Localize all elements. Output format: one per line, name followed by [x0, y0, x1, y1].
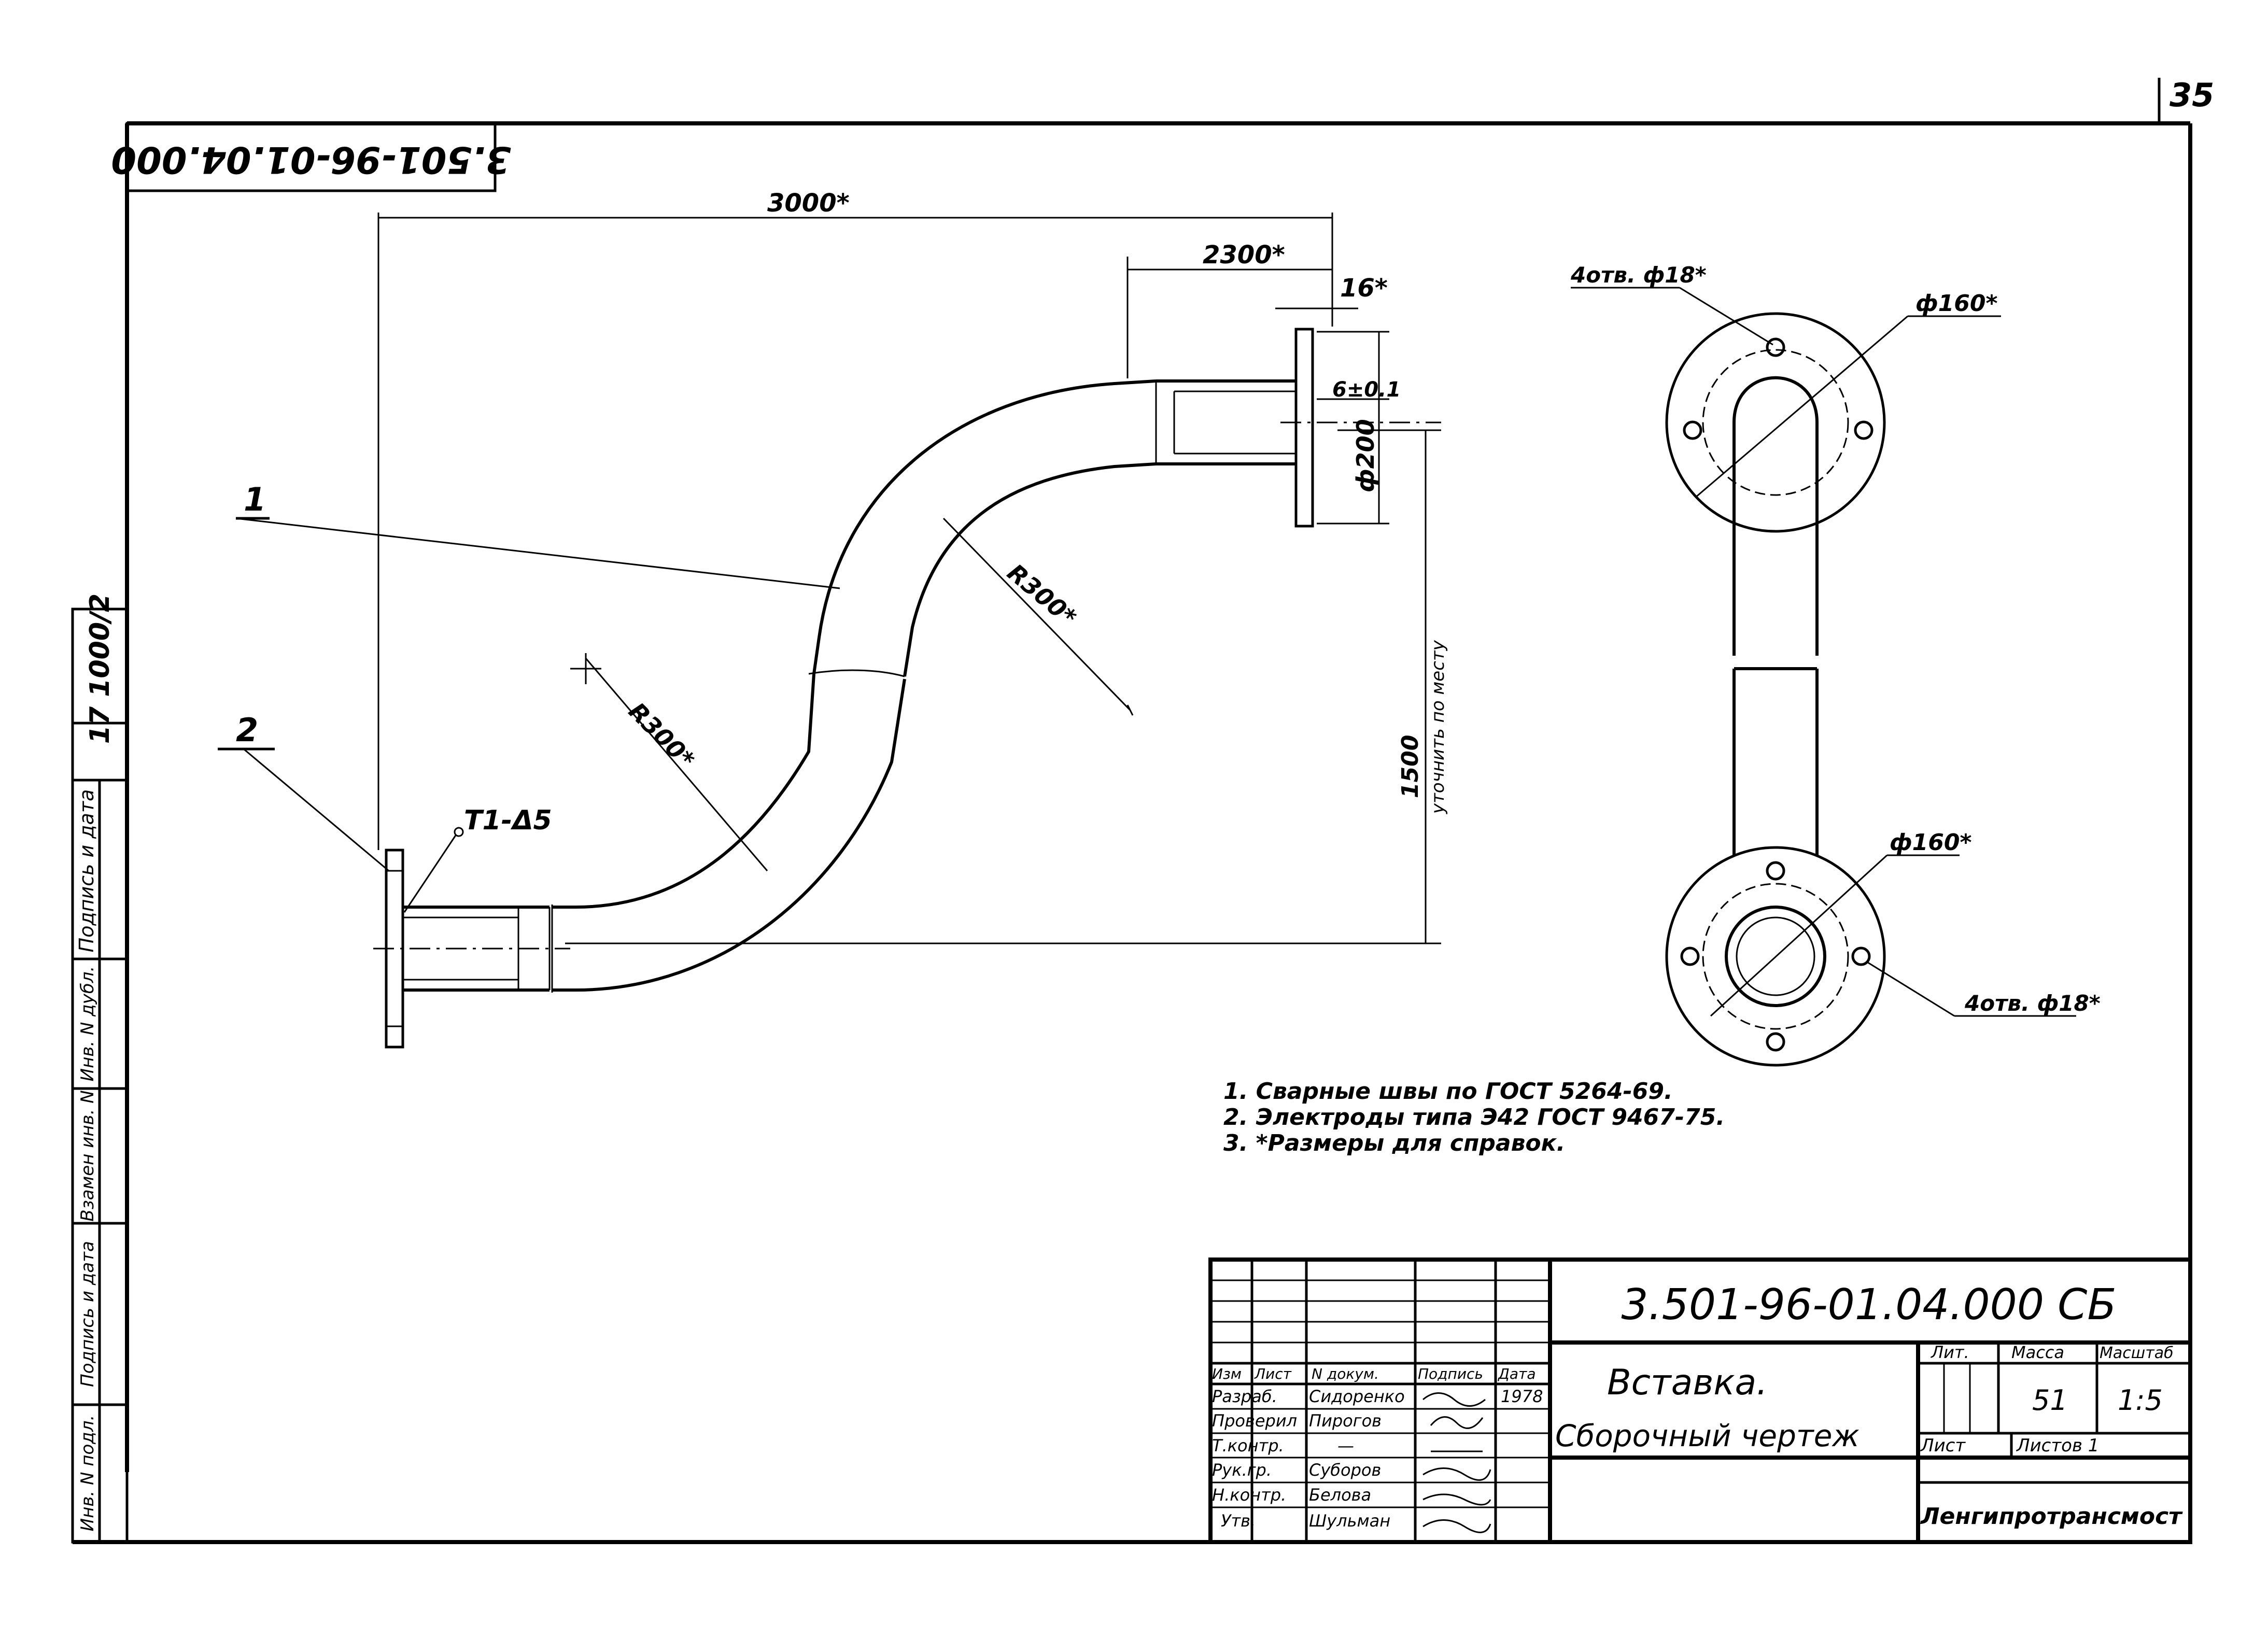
- dim-flange-thickness: 16*: [1340, 274, 1388, 303]
- tb-role-1: Проверил: [1212, 1411, 1297, 1431]
- tb-name-0: Сидоренко: [1309, 1387, 1405, 1406]
- weld-symbol: T1-Δ5: [464, 805, 552, 836]
- dim-gap: 6±0.1: [1332, 378, 1401, 402]
- tb-name-3: Суборов: [1309, 1460, 1381, 1480]
- tb-role-4: Н.контр.: [1212, 1485, 1286, 1505]
- tb-date-0: 1978: [1501, 1387, 1543, 1406]
- dim-height: 1500: [1397, 735, 1424, 798]
- tb-name-4: Белова: [1309, 1485, 1371, 1505]
- left-strip-sign-date-1: Подпись и дата: [75, 789, 98, 953]
- tb-name-5: Шульман: [1309, 1511, 1390, 1531]
- tb-role-0: Разраб.: [1212, 1387, 1277, 1406]
- tb-name-1: Пирогов: [1309, 1411, 1382, 1431]
- left-strip-inv-dupl: Инв. N дубл.: [77, 966, 98, 1082]
- pipe-front-view: T1-Δ5: [373, 328, 1441, 1049]
- left-strip-code: 17 1000/2: [84, 594, 116, 744]
- tb-mass-label: Масса: [2011, 1343, 2064, 1362]
- dim-flange-offset: 2300*: [1203, 241, 1285, 270]
- right-flange: [1294, 328, 1314, 528]
- side-holes-top: 4отв. ф18*: [1570, 262, 1707, 288]
- tb-header-izm: Изм: [1212, 1365, 1242, 1382]
- left-strip-sign-date-2: Подпись и дата: [77, 1241, 98, 1387]
- note-3: 3. *Размеры для справок.: [1223, 1130, 1565, 1156]
- tb-name: Вставка.: [1607, 1362, 1768, 1403]
- tb-role-5: Утв.: [1221, 1511, 1256, 1531]
- tb-header-list: Лист: [1254, 1365, 1292, 1382]
- tb-doc-number: 3.501-96-01.04.000 СБ: [1621, 1280, 2116, 1330]
- tb-role-3: Рук.гр.: [1212, 1460, 1272, 1480]
- callout-part-1: 1: [244, 481, 266, 518]
- stamp-box: 3.501-96-01.04.000: [111, 122, 511, 192]
- dim-height-note: уточнить по месту: [1428, 640, 1448, 814]
- tb-organization: Ленгипротрансмост: [1920, 1503, 2183, 1530]
- callout-part-2: 2: [236, 711, 258, 749]
- notes: 1. Сварные швы по ГОСТ 5264-69. 2. Элект…: [1223, 1078, 1725, 1156]
- dim-radius-lower: R300*: [623, 697, 700, 774]
- note-1: 1. Сварные швы по ГОСТ 5264-69.: [1223, 1078, 1673, 1105]
- tb-header-sign: Подпись: [1418, 1365, 1483, 1382]
- stamp-number: 3.501-96-01.04.000: [111, 138, 511, 181]
- left-strip-replace-inv: Взамен инв. N: [77, 1090, 98, 1221]
- tb-header-ndoc: N докум.: [1312, 1365, 1379, 1382]
- tb-sheets-label: Листов 1: [2016, 1435, 2099, 1456]
- tb-scale-label: Масштаб: [2100, 1344, 2174, 1362]
- tb-mass: 51: [2032, 1384, 2068, 1417]
- pipe-side-view: 4отв. ф18* ф160* ф160* 4отв. ф18*: [1570, 262, 2101, 1067]
- side-holes-bottom: 4отв. ф18*: [1964, 991, 2101, 1016]
- tb-lit-label: Лит.: [1931, 1343, 1969, 1362]
- tb-scale: 1:5: [2118, 1384, 2163, 1417]
- left-strip: 17 1000/2 Подпись и дата Инв. N дубл. Вз…: [71, 594, 129, 1544]
- dim-overall-length: 3000*: [767, 189, 850, 218]
- left-strip-inv-no: Инв. N подл.: [77, 1415, 98, 1532]
- tb-sheet-label: Лист: [1920, 1435, 1966, 1456]
- signature-marks: [1422, 1392, 1491, 1533]
- tb-role-2: Т.контр.: [1212, 1436, 1284, 1456]
- title-block: Изм Лист N докум. Подпись Дата Разраб. П…: [1208, 1257, 2192, 1544]
- note-2: 2. Электроды типа Э42 ГОСТ 9467-75.: [1223, 1104, 1725, 1131]
- tb-name-2: —: [1337, 1436, 1354, 1456]
- dim-pipe-diameter: ф200: [1351, 419, 1379, 492]
- tb-header-date: Дата: [1497, 1365, 1536, 1382]
- callouts: 1 2: [218, 481, 840, 872]
- side-bolt-circle-bottom: ф160*: [1890, 829, 1972, 856]
- side-bolt-circle-top: ф160*: [1915, 290, 1998, 317]
- tb-doc-type: Сборочный чертеж: [1555, 1418, 1860, 1453]
- page-number: 35: [2170, 76, 2214, 114]
